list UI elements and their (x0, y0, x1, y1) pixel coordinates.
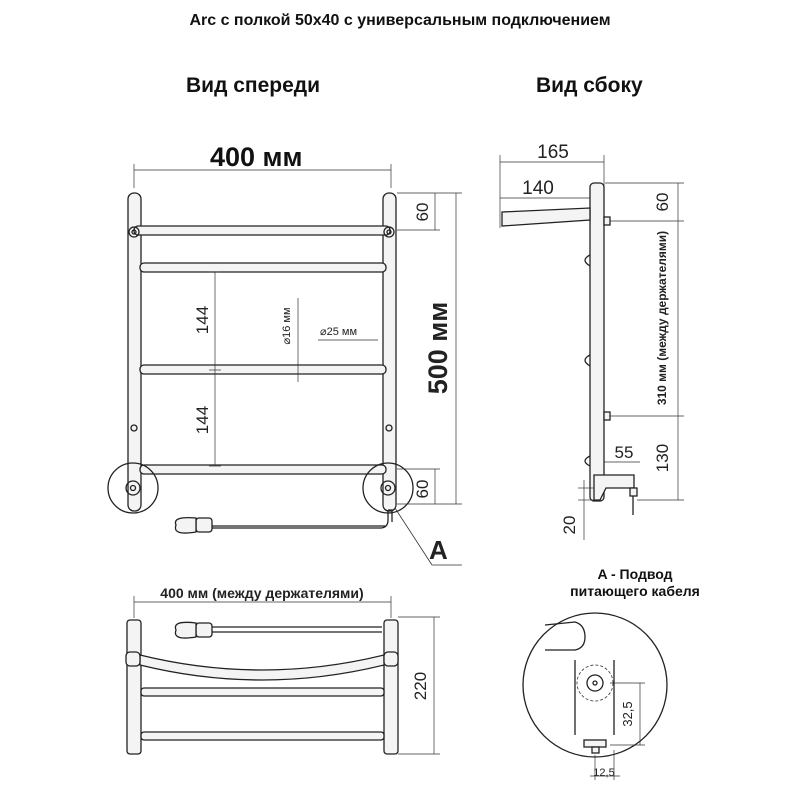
detail-a-cable-end (591, 746, 600, 754)
callout-a-leader (394, 507, 433, 566)
dia-large-value: 25 мм (327, 326, 357, 338)
rail-bottom (139, 464, 387, 475)
dia-small-symbol: ⌀ (281, 338, 293, 345)
side-rail-end-2 (584, 254, 591, 267)
side-offset-dim: 55 (615, 443, 634, 462)
top-end-cap-left (125, 651, 141, 667)
top-plug-head (174, 621, 197, 639)
side-holder-top (603, 216, 611, 226)
detail-a-caption: A - Подвод питающего кабеля (530, 566, 740, 600)
front-view-heading: Вид спереди (186, 74, 321, 97)
rail-2 (139, 262, 387, 273)
mount-top-right-core (386, 229, 392, 235)
front-height-label: 500 мм (423, 302, 453, 395)
right-post (382, 192, 397, 512)
top-width-label: 400 мм (между держателями) (160, 585, 363, 601)
side-rail-end-3 (584, 354, 591, 367)
detail-a-offset-dim: 12,5 (593, 767, 614, 779)
dia-small-label: ⌀16 мм (281, 307, 293, 344)
plug-body (195, 517, 213, 533)
side-heater-box (593, 474, 635, 501)
side-holder-bottom (603, 411, 611, 421)
detail-a-inlet-core (592, 680, 598, 686)
power-cable (210, 510, 389, 529)
rail-spacing-dim-2: 144 (193, 406, 212, 434)
front-width-label: 400 мм (210, 142, 303, 172)
detail-a-inlet (586, 674, 604, 692)
mount-bottom-left-flange (107, 462, 159, 514)
front-top-dim: 60 (413, 203, 432, 222)
drawing-title: Arc с полкой 50x40 с универсальным подкл… (189, 12, 611, 29)
top-shelf-rail-2 (140, 731, 385, 741)
top-view: 400 мм (между держателями) 220 (125, 585, 440, 755)
side-view-heading: Вид сбоку (536, 74, 643, 97)
side-view: 165 140 60 310 мм (между держателями) 13… (499, 142, 684, 540)
detail-a-height-dim: 32,5 (620, 701, 635, 726)
top-right-post (383, 619, 399, 755)
side-bottom-dim: 130 (653, 444, 672, 472)
mount-top-left (128, 226, 140, 238)
side-shelf-dim: 140 (522, 178, 554, 199)
side-cable-gland (629, 487, 638, 497)
rail-top (133, 225, 391, 236)
mount-bottom-right-core (384, 484, 392, 492)
side-holders-dim: 310 мм (между держателями) (655, 231, 669, 405)
detail-a-gland (583, 739, 607, 748)
side-depth-total-dim: 165 (537, 142, 569, 163)
mount-bottom-right (380, 480, 396, 496)
top-shelf-rail-1 (140, 687, 385, 697)
top-depth-dim: 220 (411, 672, 430, 700)
mount-mid-right (385, 424, 393, 432)
mount-bottom-left-core (129, 484, 137, 492)
callout-a-label: A (429, 535, 448, 565)
side-top-rail (501, 207, 591, 227)
detail-a-rail (544, 621, 586, 651)
top-plug-body (195, 622, 213, 638)
side-top-dim: 60 (653, 193, 672, 212)
front-bottom-dim: 60 (413, 480, 432, 499)
mount-bottom-left (125, 480, 141, 496)
left-post (127, 192, 142, 512)
dia-large-label: ⌀25 мм (320, 326, 357, 338)
detail-a-flange (576, 664, 614, 702)
rail-3 (139, 364, 387, 375)
power-cable-joint (388, 509, 393, 522)
plug-head (174, 517, 197, 534)
top-curved-rail (139, 654, 385, 681)
dia-large-symbol: ⌀ (320, 326, 327, 338)
mount-top-left-core (131, 229, 137, 235)
front-view: A 500 мм 60 60 144 144 ⌀16 мм ⌀25 мм (107, 164, 462, 566)
mount-mid-left (130, 424, 138, 432)
top-end-cap-right (383, 651, 399, 667)
top-left-post (126, 619, 142, 755)
detail-a-caption-line2: питающего кабеля (570, 583, 700, 599)
detail-a-caption-line1: A - Подвод (597, 566, 673, 582)
detail-a: 32,5 12,5 (522, 612, 668, 780)
dia-small-value: 16 мм (281, 307, 293, 337)
side-post (589, 182, 605, 502)
rail-spacing-dim-1: 144 (193, 306, 212, 334)
mount-top-right (383, 226, 395, 238)
side-rail-end-4 (584, 455, 591, 467)
side-base-dim: 20 (560, 516, 579, 535)
